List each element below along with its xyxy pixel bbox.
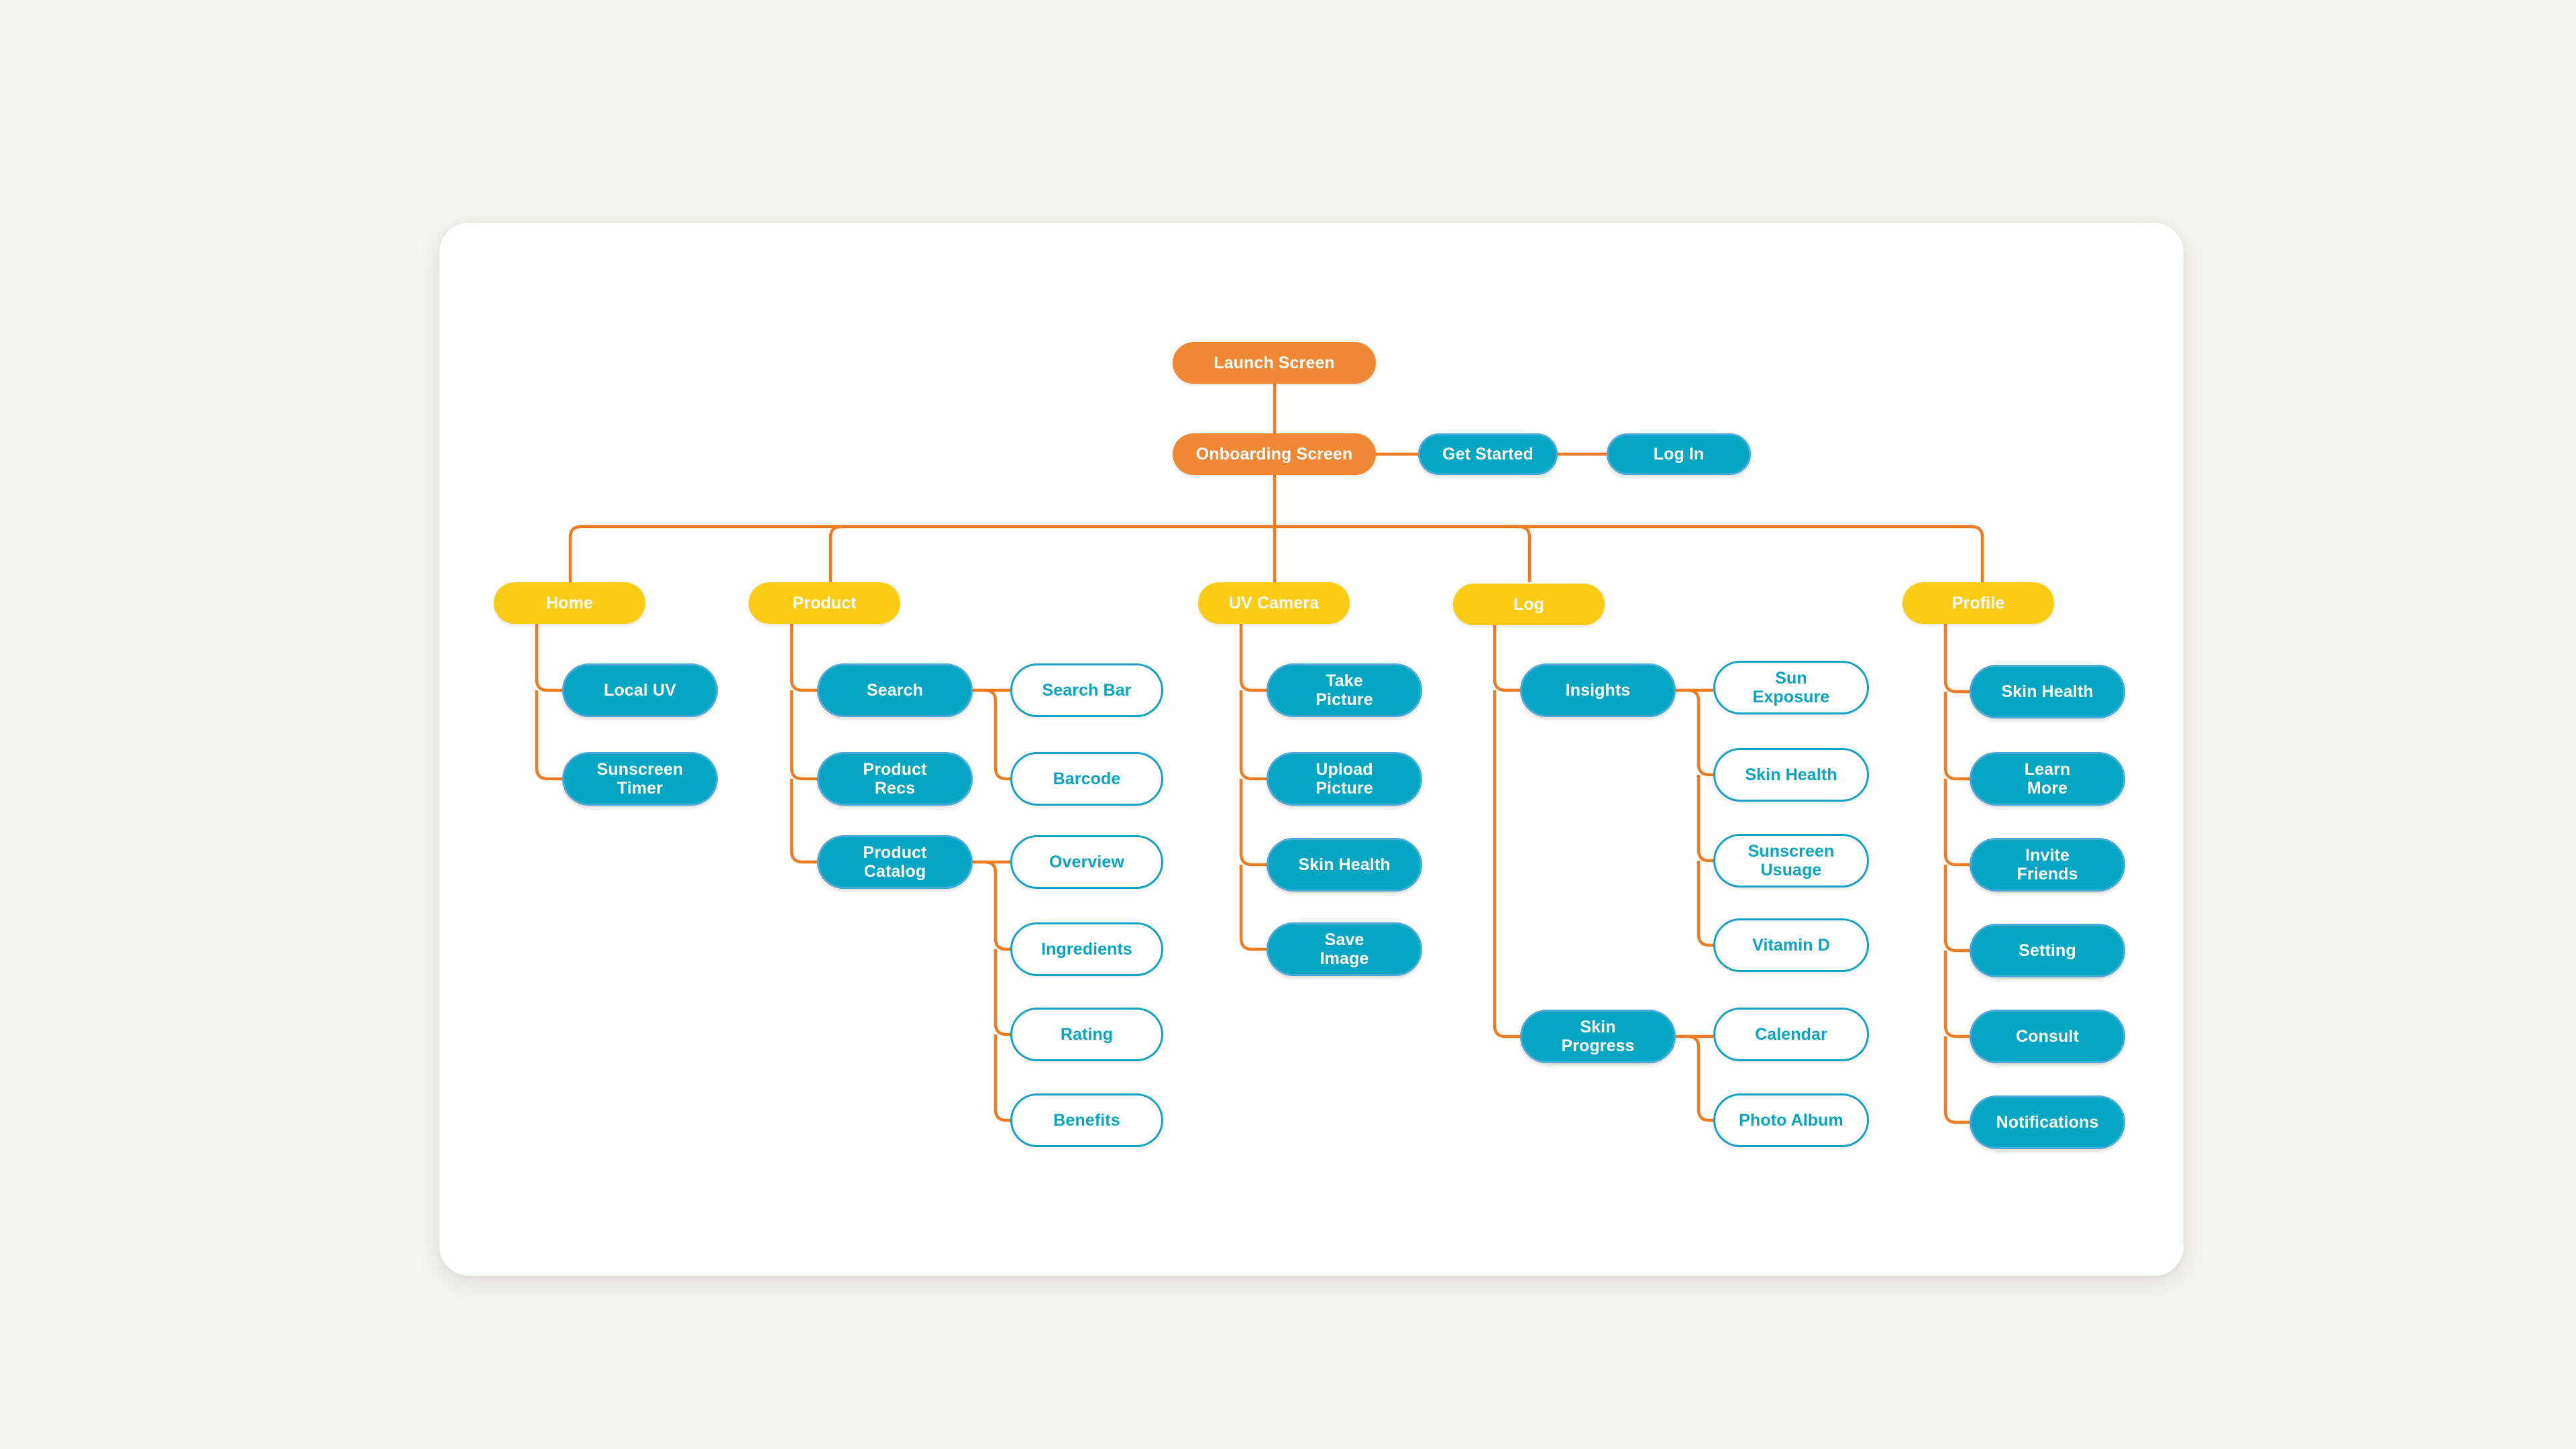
- node-skin-progress[interactable]: Skin Progress: [1520, 1010, 1676, 1063]
- node-calendar[interactable]: Calendar: [1713, 1008, 1869, 1061]
- node-vitamin-d[interactable]: Vitamin D: [1713, 918, 1869, 972]
- node-barcode[interactable]: Barcode: [1010, 752, 1163, 806]
- node-uv-camera[interactable]: UV Camera: [1198, 582, 1350, 624]
- node-profile[interactable]: Profile: [1902, 582, 2054, 624]
- node-launch[interactable]: Launch Screen: [1173, 342, 1376, 384]
- node-invite-friends[interactable]: Invite Friends: [1970, 838, 2125, 892]
- node-take-picture[interactable]: Take Picture: [1267, 663, 1422, 717]
- node-sun-exposure[interactable]: Sun Exposure: [1713, 661, 1869, 714]
- node-uv-skin-health[interactable]: Skin Health: [1267, 838, 1422, 892]
- node-log[interactable]: Log: [1453, 584, 1605, 625]
- node-notifications[interactable]: Notifications: [1970, 1095, 2125, 1149]
- node-learn-more[interactable]: Learn More: [1970, 752, 2125, 806]
- node-product-recs[interactable]: Product Recs: [817, 752, 973, 806]
- diagram-card: [439, 223, 2184, 1276]
- node-search[interactable]: Search: [817, 663, 973, 717]
- node-pr-skin-health[interactable]: Skin Health: [1970, 665, 2125, 718]
- node-upload-picture[interactable]: Upload Picture: [1267, 752, 1422, 806]
- node-ins-skin-health[interactable]: Skin Health: [1713, 748, 1869, 802]
- node-setting[interactable]: Setting: [1970, 924, 2125, 977]
- node-save-image[interactable]: Save Image: [1267, 922, 1422, 976]
- node-photo-album[interactable]: Photo Album: [1713, 1093, 1869, 1147]
- node-log-in[interactable]: Log In: [1607, 433, 1751, 475]
- node-onboarding[interactable]: Onboarding Screen: [1173, 433, 1376, 475]
- node-benefits[interactable]: Benefits: [1010, 1093, 1163, 1147]
- node-sunscreen-usuage[interactable]: Sunscreen Usuage: [1713, 834, 1869, 888]
- node-ingredients[interactable]: Ingredients: [1010, 922, 1163, 976]
- node-product-catalog[interactable]: Product Catalog: [817, 835, 973, 889]
- node-insights[interactable]: Insights: [1520, 663, 1676, 717]
- node-sunscreen-timer[interactable]: Sunscreen Timer: [562, 752, 718, 806]
- node-get-started[interactable]: Get Started: [1418, 433, 1558, 475]
- node-home[interactable]: Home: [494, 582, 645, 624]
- node-rating[interactable]: Rating: [1010, 1008, 1163, 1061]
- node-overview[interactable]: Overview: [1010, 835, 1163, 889]
- node-product[interactable]: Product: [749, 582, 900, 624]
- node-local-uv[interactable]: Local UV: [562, 663, 718, 717]
- node-consult[interactable]: Consult: [1970, 1010, 2125, 1063]
- node-search-bar[interactable]: Search Bar: [1010, 663, 1163, 717]
